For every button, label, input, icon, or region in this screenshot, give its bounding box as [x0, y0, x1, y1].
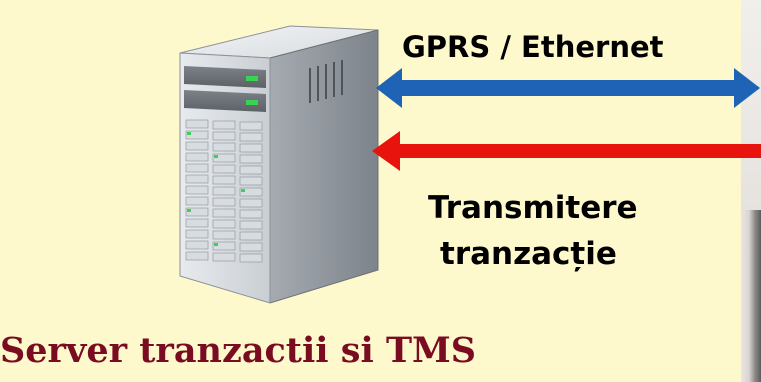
- link-label: GPRS / Ethernet: [402, 30, 664, 64]
- bidirectional-arrow: [376, 68, 760, 108]
- server-icon: [179, 25, 379, 304]
- server-caption: Server tranzactii si TMS: [0, 330, 477, 371]
- transmit-label-line2: tranzacție: [440, 236, 617, 272]
- transmit-label-line1: Transmitere: [428, 190, 638, 226]
- transmit-arrow: [372, 131, 761, 171]
